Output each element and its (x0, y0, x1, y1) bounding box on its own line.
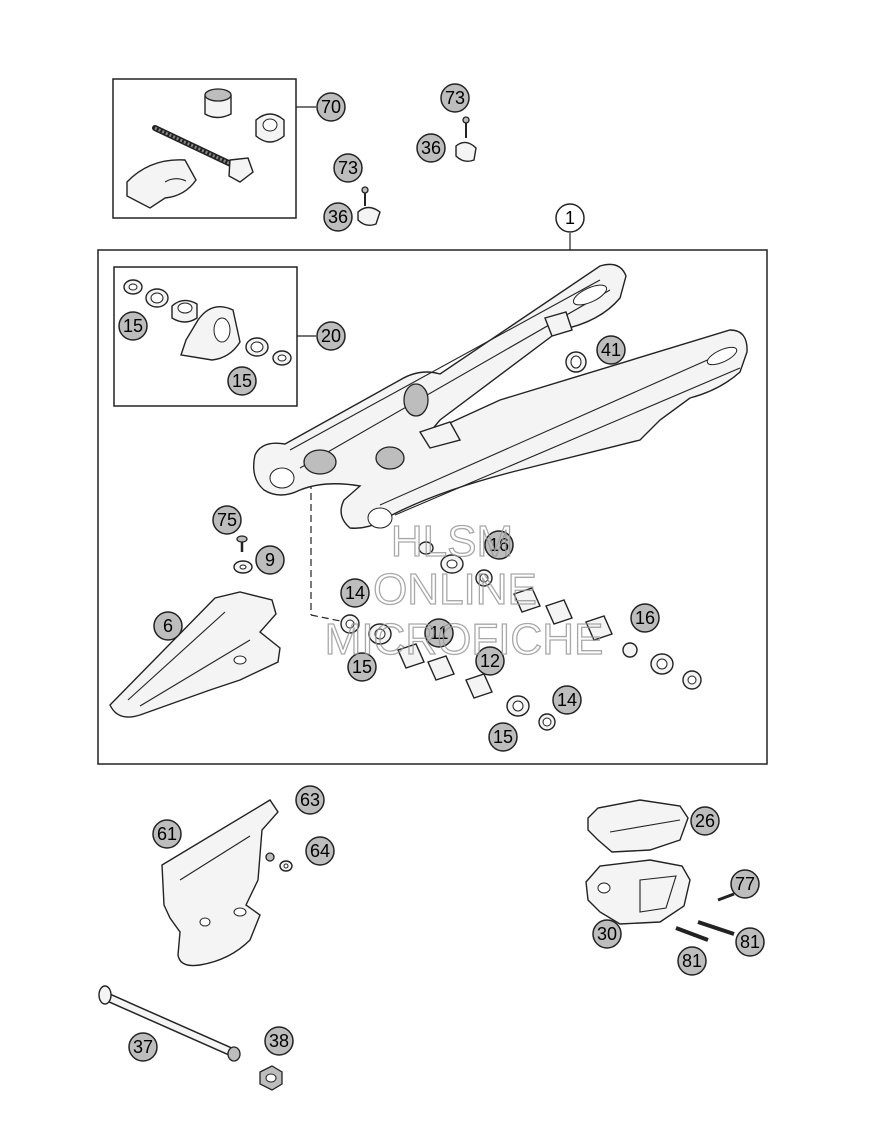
svg-text:75: 75 (217, 510, 237, 530)
svg-text:1: 1 (565, 208, 575, 228)
screw-part-75 (236, 535, 248, 552)
callout-15c: 15 (347, 652, 377, 682)
bolt-part-81a (675, 926, 709, 942)
svg-text:14: 14 (345, 583, 365, 603)
callout-77: 77 (730, 869, 760, 899)
callout-9: 9 (255, 545, 285, 575)
callout-30: 30 (592, 919, 622, 949)
svg-text:36: 36 (328, 207, 348, 227)
svg-text:14: 14 (557, 690, 577, 710)
chain-guide-part-26 (587, 799, 689, 853)
callout-16b: 16 (630, 603, 660, 633)
nut-part-38 (259, 1065, 283, 1091)
callout-61: 61 (152, 819, 182, 849)
svg-text:15: 15 (352, 657, 372, 677)
spacer-part-70 (255, 113, 285, 143)
chain-guide-part-30 (585, 859, 691, 925)
callout-15a: 15 (118, 311, 148, 341)
callout-81a: 81 (735, 927, 765, 957)
callout-73b: 73 (333, 153, 363, 183)
svg-text:64: 64 (310, 841, 330, 861)
callout-64: 64 (305, 836, 335, 866)
washer-part-9 (233, 560, 253, 574)
kit-20-parts (123, 279, 292, 366)
svg-text:81: 81 (740, 932, 760, 952)
svg-text:15: 15 (493, 727, 513, 747)
swingarm-box (97, 249, 768, 765)
bolt-part-70 (152, 125, 254, 183)
watermark-line-3: MICROFICHE (325, 615, 604, 664)
svg-text:70: 70 (321, 97, 341, 117)
bushing-part-70 (204, 88, 232, 119)
watermark-line-1: HLSM (391, 517, 513, 566)
callout-63: 63 (295, 785, 325, 815)
callout-75: 75 (212, 505, 242, 535)
bearing-part-41 (565, 351, 587, 373)
svg-text:16: 16 (489, 535, 509, 555)
svg-text:61: 61 (157, 824, 177, 844)
svg-text:41: 41 (601, 340, 621, 360)
callout-70: 70 (316, 92, 346, 122)
leader-lines (296, 106, 571, 623)
svg-text:12: 12 (480, 651, 500, 671)
callout-15d: 15 (488, 722, 518, 752)
svg-text:15: 15 (232, 371, 252, 391)
callout-12: 12 (475, 646, 505, 676)
pivot-components (340, 541, 702, 731)
axle-part-37 (98, 985, 241, 1062)
chain-guard-part-61 (161, 799, 279, 967)
svg-text:30: 30 (597, 924, 617, 944)
svg-text:15: 15 (123, 316, 143, 336)
callout-36b: 36 (323, 202, 353, 232)
svg-text:20: 20 (321, 326, 341, 346)
clip-part-36b (357, 186, 381, 227)
svg-text:73: 73 (445, 88, 465, 108)
svg-text:63: 63 (300, 790, 320, 810)
svg-text:73: 73 (338, 158, 358, 178)
svg-text:16: 16 (635, 608, 655, 628)
nut-part-63 (265, 852, 275, 862)
svg-text:77: 77 (735, 874, 755, 894)
watermark-line-2: ONLINE (373, 565, 537, 614)
callout-6: 6 (153, 611, 183, 641)
callout-37: 37 (128, 1032, 158, 1062)
callout-73a: 73 (440, 83, 470, 113)
callout-41: 41 (596, 335, 626, 365)
bracket-part-70 (126, 159, 197, 209)
callout-16a: 16 (484, 530, 514, 560)
callout-81b: 81 (677, 946, 707, 976)
watermark: HLSM ONLINE MICROFICHE (324, 516, 604, 664)
kit-70-box (112, 78, 297, 219)
washer-part-64 (279, 860, 293, 872)
callout-26: 26 (690, 806, 720, 836)
bolt-part-81b (697, 920, 735, 936)
callout-38: 38 (264, 1026, 294, 1056)
chain-slider-part-6 (109, 591, 281, 718)
callout-14a: 14 (340, 578, 370, 608)
callout-14b: 14 (552, 685, 582, 715)
svg-text:81: 81 (682, 951, 702, 971)
screw-part-77 (717, 892, 735, 902)
svg-text:37: 37 (133, 1037, 153, 1057)
svg-text:36: 36 (421, 138, 441, 158)
callout-20: 20 (316, 321, 346, 351)
callout-1: 1 (555, 203, 585, 233)
callout-36a: 36 (416, 133, 446, 163)
swingarm-part (252, 263, 748, 529)
svg-text:26: 26 (695, 811, 715, 831)
svg-text:6: 6 (163, 616, 173, 636)
clip-part-36a (455, 116, 477, 163)
svg-text:9: 9 (265, 550, 275, 570)
svg-text:38: 38 (269, 1031, 289, 1051)
callout-15b: 15 (227, 366, 257, 396)
svg-text:11: 11 (430, 623, 449, 643)
callout-11: 11 (424, 618, 454, 648)
